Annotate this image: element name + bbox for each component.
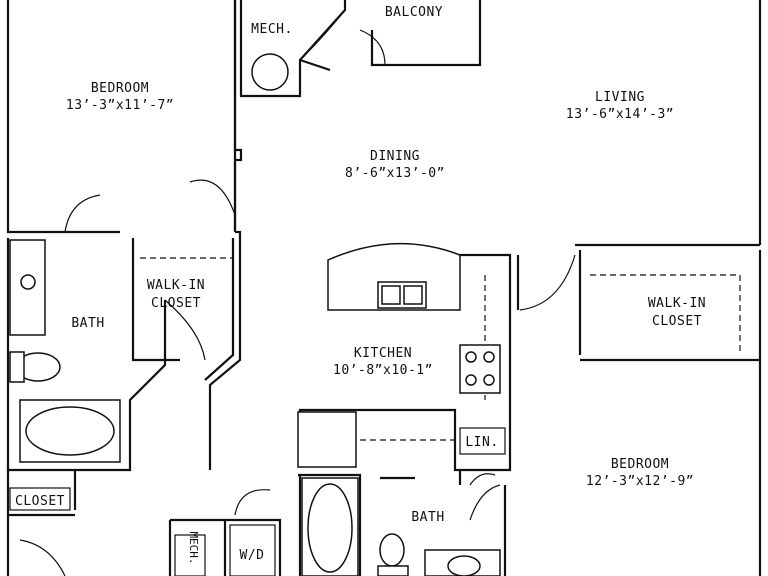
bedroom1-label: BEDROOM bbox=[91, 81, 149, 96]
kitchen-walls bbox=[298, 253, 512, 472]
range-icon bbox=[459, 344, 501, 394]
kitchen-size: 10’-8”x10-1” bbox=[333, 363, 433, 378]
kitchen-label: KITCHEN bbox=[354, 346, 412, 361]
bath1-label: BATH bbox=[71, 316, 104, 331]
door-swings bbox=[19, 9, 576, 576]
mech-top-walls bbox=[239, 0, 347, 98]
walkin2-label: WALK-IN bbox=[648, 296, 706, 311]
walls bbox=[6, 0, 762, 576]
sink-icon bbox=[447, 555, 481, 576]
fixtures bbox=[9, 53, 506, 576]
dining-size: 8’-6”x13’-0” bbox=[345, 166, 445, 181]
wd-label: W/D bbox=[240, 548, 265, 563]
sink-icon bbox=[20, 274, 36, 290]
room-labels: MECH. BALCONY BEDROOM 13’-3”x11’-7” LIVI… bbox=[15, 5, 706, 565]
mech-bottom-label: MECH. bbox=[187, 531, 200, 564]
refrigerator-icon bbox=[297, 411, 357, 468]
bath1-walls bbox=[6, 238, 167, 472]
bedroom-left-walls bbox=[6, 0, 237, 234]
closet-label: CLOSET bbox=[15, 494, 65, 509]
walkin1-label: WALK-IN bbox=[147, 278, 205, 293]
balcony-label: BALCONY bbox=[385, 5, 443, 20]
kitchen-peninsula bbox=[327, 242, 461, 311]
linen-label: LIN. bbox=[465, 435, 498, 450]
walkin2-walls bbox=[580, 250, 762, 576]
walkin2-label-2: CLOSET bbox=[652, 314, 702, 329]
mech-top-label: MECH. bbox=[251, 22, 293, 37]
balcony-walls bbox=[299, 0, 482, 72]
water-heater-icon bbox=[251, 53, 289, 91]
bath2-walls bbox=[298, 473, 362, 576]
walkin1-label-2: CLOSET bbox=[151, 296, 201, 311]
living-size: 13’-6”x14’-3” bbox=[566, 107, 674, 122]
bedroom2-size: 12’-3”x12’-9” bbox=[586, 474, 694, 489]
dining-label: DINING bbox=[370, 149, 420, 164]
mech-wd-walls bbox=[168, 518, 282, 576]
bedroom1-size: 13’-3”x11’-7” bbox=[66, 98, 174, 113]
toilet-icon bbox=[379, 533, 405, 567]
living-label: LIVING bbox=[595, 90, 645, 105]
bedroom2-label: BEDROOM bbox=[611, 457, 669, 472]
bath2-label: BATH bbox=[411, 510, 444, 525]
